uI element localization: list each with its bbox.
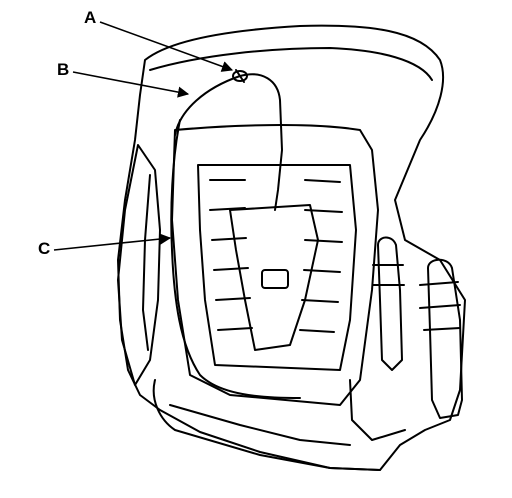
right-strap-inner-buckle (372, 264, 405, 286)
lumbar-plate (229, 204, 319, 351)
callout-label-a: A (84, 8, 97, 27)
lower-cushion (152, 379, 381, 471)
callout-label-c: C (38, 239, 51, 258)
harness-connector (261, 269, 289, 289)
leader-line-c (53, 233, 172, 251)
leader-line-a (99, 21, 234, 72)
spring-left-2 (209, 207, 246, 211)
spring-right-3 (304, 239, 343, 243)
right-strap-inner (377, 236, 403, 371)
spring-right-6 (299, 329, 335, 333)
seat-frame-inner (197, 164, 357, 371)
spring-right-4 (303, 269, 341, 273)
lower-cushion-seam (169, 404, 351, 446)
right-strap-outer-buckle (419, 281, 461, 331)
left-side-panel-inner (142, 174, 151, 351)
spring-left-6 (217, 327, 253, 331)
cable-clip (232, 70, 248, 82)
spring-left-3 (211, 237, 247, 241)
right-strap-outer (427, 258, 463, 419)
seat-back-outline (117, 24, 466, 471)
bottom-trim (349, 379, 406, 441)
spring-right-1 (304, 179, 341, 183)
cable (174, 73, 283, 211)
seat-frame (171, 124, 379, 406)
left-side-panel (117, 144, 161, 386)
seat-back-top-seam (149, 47, 433, 81)
callout-label-b: B (57, 60, 70, 79)
wire-harness (170, 119, 301, 399)
cable-clip-detail (235, 69, 245, 83)
leader-line-b (72, 71, 190, 98)
spring-left-4 (213, 267, 249, 271)
spring-right-5 (301, 299, 339, 303)
